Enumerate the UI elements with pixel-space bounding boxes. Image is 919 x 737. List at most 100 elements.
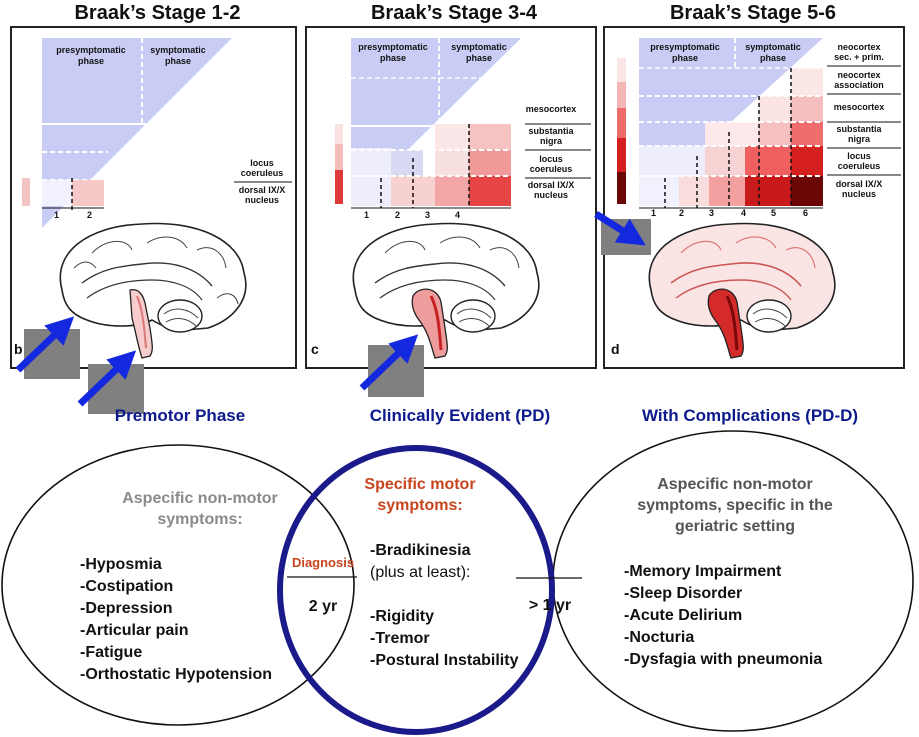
panel-letter-c: c bbox=[311, 341, 319, 357]
dorsal-label-2: nucleus bbox=[842, 189, 876, 199]
presymptomatic-label-2: phase bbox=[78, 56, 104, 66]
middle-heading-line: Specific motor bbox=[364, 476, 476, 493]
blue-arrow-icon bbox=[594, 211, 646, 246]
substantia-label: substantia bbox=[528, 126, 574, 136]
list-item: -Bradikinesia bbox=[370, 542, 471, 559]
stage-number-6: 6 bbox=[803, 208, 808, 218]
locus-label-2: coeruleus bbox=[241, 168, 284, 178]
neocortex-association-label-2: association bbox=[834, 80, 884, 90]
stage-number-2: 2 bbox=[395, 210, 400, 220]
list-item: -Hyposmia bbox=[80, 556, 162, 573]
list-item: -Fatigue bbox=[80, 644, 143, 661]
list-item: -Dysfagia with pneumonia bbox=[624, 651, 823, 668]
symptomatic-label-2: phase bbox=[466, 53, 492, 63]
stage-number-1: 1 bbox=[364, 210, 369, 220]
list-item: -Depression bbox=[80, 600, 173, 617]
list-item: -Tremor bbox=[370, 630, 430, 647]
presymptomatic-label-2: phase bbox=[380, 53, 406, 63]
clinical-circle bbox=[277, 445, 555, 735]
list-item: -Rigidity bbox=[370, 608, 434, 625]
presymptomatic-label: presymptomatic bbox=[650, 42, 720, 52]
presymptomatic-label-2: phase bbox=[672, 53, 698, 63]
mesocortex-label: mesocortex bbox=[526, 104, 577, 114]
locus-label: locus bbox=[847, 151, 871, 161]
clinical-phase-heading: Clinically Evident (PD) bbox=[369, 406, 551, 425]
substantia-label: substantia bbox=[836, 124, 882, 134]
list-item: -Nocturia bbox=[624, 629, 695, 646]
symptomatic-label: symptomatic bbox=[150, 45, 206, 55]
stage-number-5: 5 bbox=[771, 208, 776, 218]
braak-panel-1-2: 1 2 presymptomatic phase symptomatic pha… bbox=[10, 26, 297, 369]
panel-letter-b: b bbox=[14, 341, 23, 357]
braak-panel-5-6: 1 2 3 4 5 6 presymptomatic phase symptom… bbox=[603, 26, 905, 369]
locus-label: locus bbox=[250, 158, 274, 168]
stage-number-3: 3 bbox=[709, 208, 714, 218]
panel-letter-d: d bbox=[611, 341, 620, 357]
blue-arrow-icon bbox=[15, 316, 75, 373]
diagnosis-label: Diagnosis bbox=[291, 555, 355, 570]
list-item: -Memory Impairment bbox=[624, 563, 782, 580]
stage-number-3: 3 bbox=[425, 210, 430, 220]
right-circle-heading: Aspecific non-motor symptoms, specific i… bbox=[620, 474, 850, 537]
stage-number-4: 4 bbox=[455, 210, 460, 220]
left-heading-line: symptoms: bbox=[157, 511, 243, 528]
premotor-phase-heading: Premotor Phase bbox=[114, 406, 246, 425]
list-item: -Sleep Disorder bbox=[624, 585, 743, 602]
left-circle-heading: Aspecific non-motor symptoms: bbox=[90, 488, 310, 530]
stage-title-3-4: Braak’s Stage 3-4 bbox=[370, 2, 537, 24]
dorsal-label-2: nucleus bbox=[245, 195, 279, 205]
stage-number-1: 1 bbox=[54, 210, 59, 220]
stage-number-1: 1 bbox=[651, 208, 656, 218]
dorsal-label: dorsal IX/X bbox=[528, 180, 575, 190]
brain-illustration bbox=[352, 222, 540, 359]
mesocortex-label: mesocortex bbox=[834, 102, 885, 112]
right-heading-line: symptoms, specific in the bbox=[637, 497, 833, 514]
complications-phase-heading: With Complications (PD-D) bbox=[641, 406, 859, 425]
locus-label-2: coeruleus bbox=[530, 164, 573, 174]
brain-illustration bbox=[648, 222, 836, 359]
symptomatic-label-2: phase bbox=[760, 53, 786, 63]
substantia-label-2: nigra bbox=[848, 134, 871, 144]
neocortex-association-label: neocortex bbox=[837, 70, 880, 80]
blue-arrow-icon bbox=[77, 350, 137, 407]
presymptomatic-label: presymptomatic bbox=[56, 45, 126, 55]
stage-number-4: 4 bbox=[741, 208, 746, 218]
venn-diagram bbox=[1, 430, 914, 735]
list-item: -Articular pain bbox=[80, 622, 189, 639]
symptomatic-label: symptomatic bbox=[451, 42, 507, 52]
left-symptom-list: -Hyposmia -Costipation -Depression -Arti… bbox=[80, 554, 272, 686]
blue-arrow-icon bbox=[359, 334, 419, 391]
middle-heading-line: symptoms: bbox=[377, 497, 463, 514]
later-interval: > 1 yr bbox=[528, 597, 572, 614]
right-symptom-list: -Memory Impairment -Sleep Disorder -Acut… bbox=[624, 561, 822, 671]
presymptomatic-label: presymptomatic bbox=[358, 42, 428, 52]
stage-number-2: 2 bbox=[679, 208, 684, 218]
locus-label-2: coeruleus bbox=[838, 161, 881, 171]
list-item: -Acute Delirium bbox=[624, 607, 743, 624]
braak-panel-3-4: 1 2 3 4 presymptomatic phase symptomatic… bbox=[305, 26, 597, 369]
brain-illustration bbox=[59, 222, 247, 359]
list-item: -Costipation bbox=[80, 578, 174, 595]
premotor-circle bbox=[1, 444, 355, 726]
right-heading-line: geriatric setting bbox=[674, 518, 796, 535]
left-heading-line: Aspecific non-motor bbox=[122, 490, 278, 507]
symptomatic-label: symptomatic bbox=[745, 42, 801, 52]
neocortex-primary-label-2: sec. + prim. bbox=[834, 52, 884, 62]
stage-title-1-2: Braak’s Stage 1-2 bbox=[74, 2, 241, 24]
list-item: -Orthostatic Hypotension bbox=[80, 666, 273, 683]
dorsal-label: dorsal IX/X bbox=[239, 185, 286, 195]
substantia-label-2: nigra bbox=[540, 136, 563, 146]
locus-label: locus bbox=[539, 154, 563, 164]
diagnosis-interval: 2 yr bbox=[308, 598, 338, 615]
stage-title-5-6: Braak’s Stage 5-6 bbox=[669, 2, 836, 24]
dorsal-label: dorsal IX/X bbox=[836, 179, 883, 189]
neocortex-primary-label: neocortex bbox=[837, 42, 880, 52]
middle-symptom-list: -Bradikinesia (plus at least): -Rigidity… bbox=[370, 540, 518, 672]
list-item: (plus at least): bbox=[370, 564, 471, 581]
list-item: -Postural Instability bbox=[370, 652, 519, 669]
stage-number-2: 2 bbox=[87, 210, 92, 220]
symptomatic-label-2: phase bbox=[165, 56, 191, 66]
dorsal-label-2: nucleus bbox=[534, 190, 568, 200]
right-heading-line: Aspecific non-motor bbox=[657, 476, 813, 493]
